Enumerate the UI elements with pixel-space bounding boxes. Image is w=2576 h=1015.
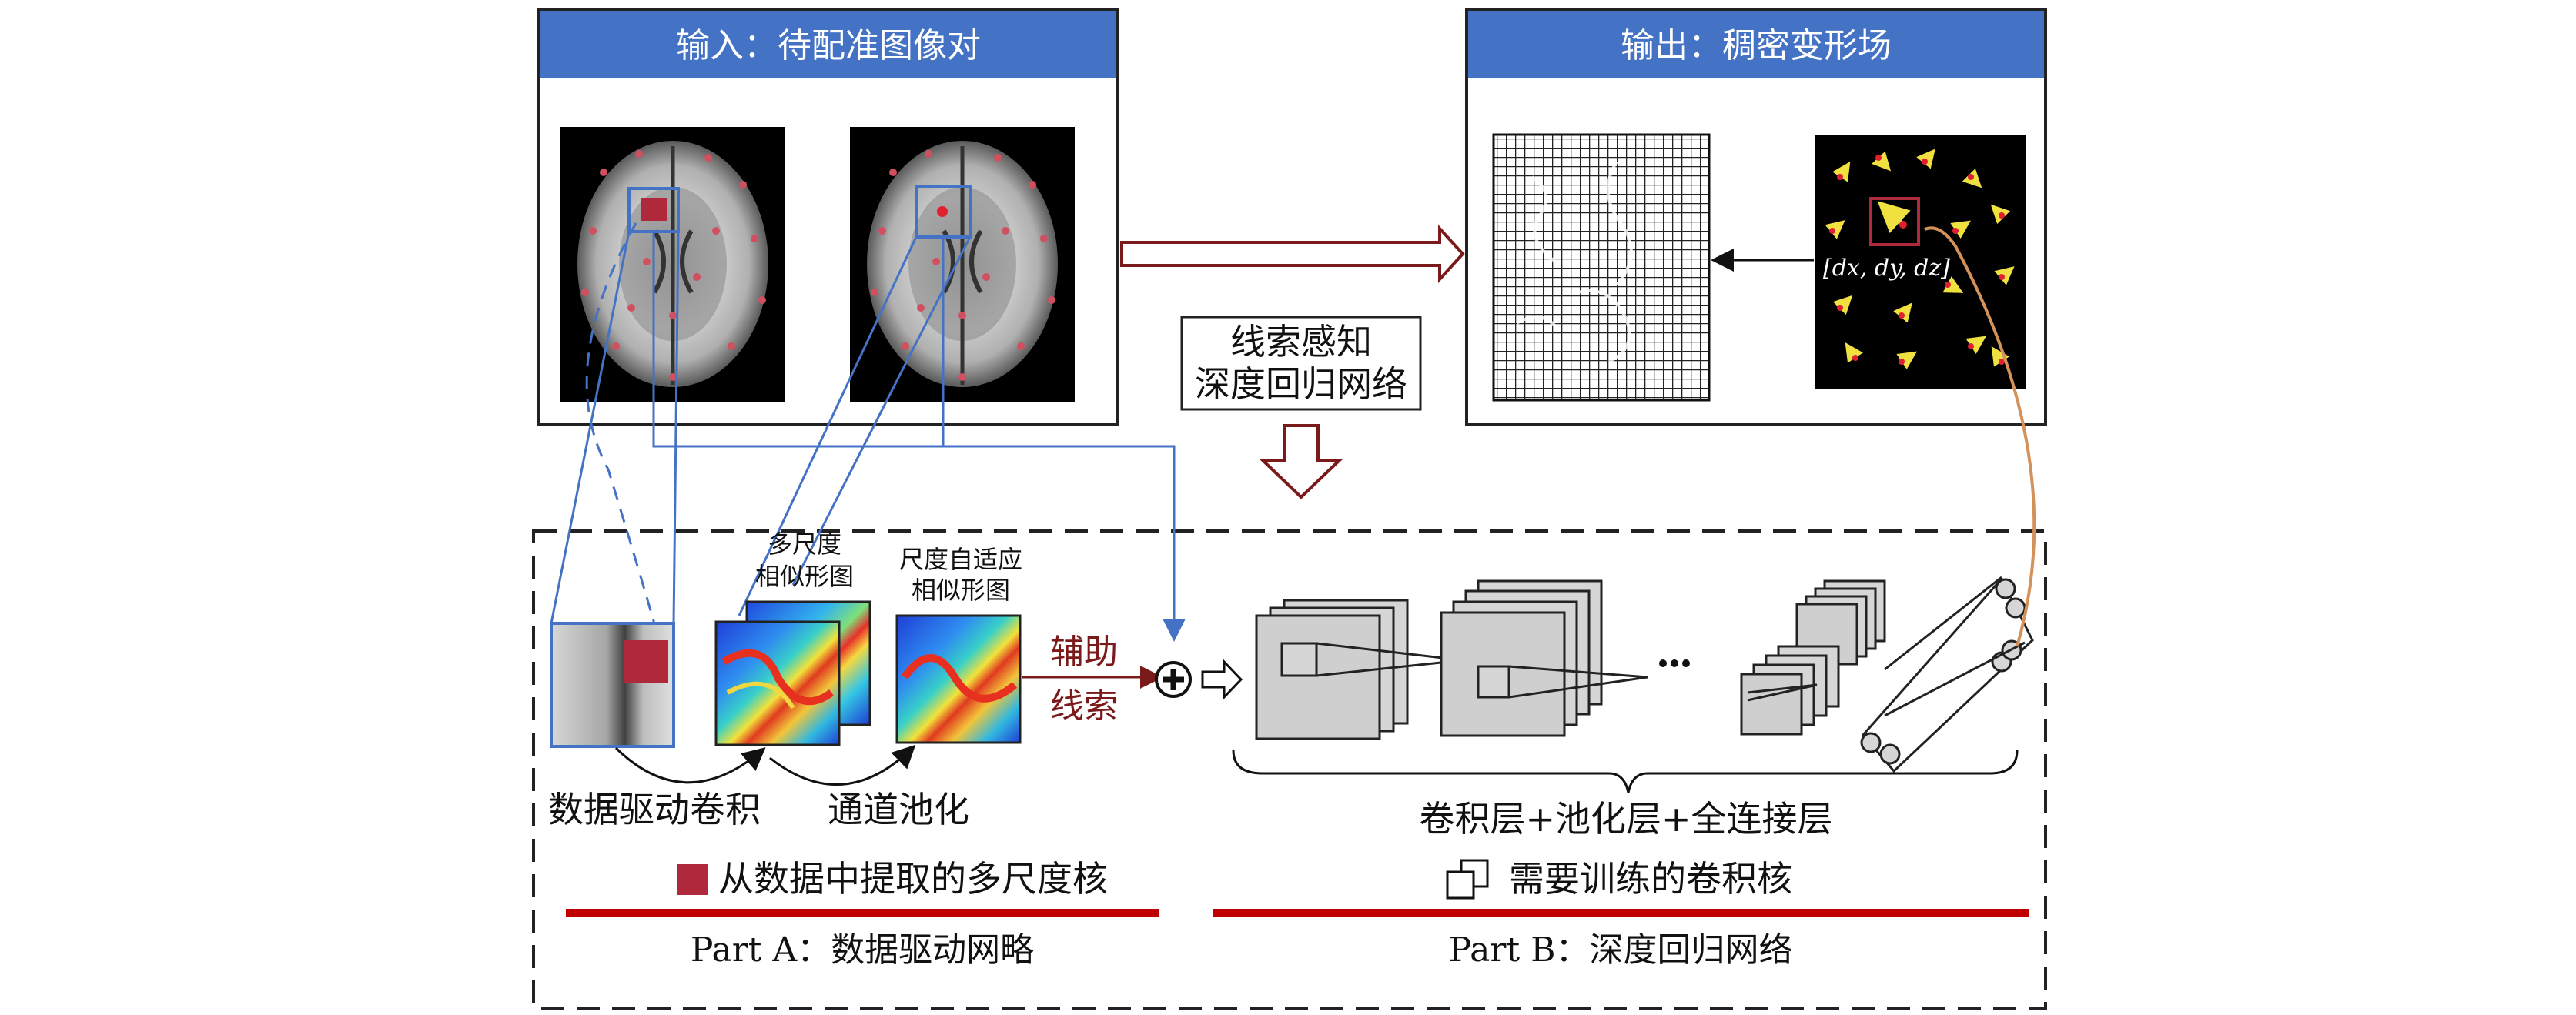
input-to-output-arrow bbox=[1120, 224, 1465, 284]
output-panel-title: 输出：稠密变形场 bbox=[1621, 26, 1892, 65]
conv-layer-2 bbox=[1440, 579, 1648, 737]
layers-label: 卷积层+池化层+全连接层 bbox=[1419, 798, 1832, 840]
deformation-grid bbox=[1492, 133, 1711, 402]
part-b: 卷积层+池化层+全连接层 需要训练的卷积核 Part B：深度回归网络 bbox=[1201, 226, 2036, 970]
network-brace bbox=[1232, 750, 2019, 793]
displacement-vector-label: [dx, dy, dz] bbox=[1823, 255, 1950, 282]
legend-part-a: 从数据中提取的多尺度核 bbox=[718, 858, 1108, 900]
down-arrow bbox=[1259, 424, 1343, 499]
svg-text:线索感知: 线索感知 bbox=[1230, 321, 1372, 362]
concat-plus-icon bbox=[1155, 661, 1192, 698]
network-dashed-frame bbox=[532, 529, 2047, 1010]
pool-label: 通道池化 bbox=[828, 789, 969, 830]
cue-aware-network-label: 线索感知 深度回归网络 bbox=[1180, 316, 1422, 411]
part-a-title: Part A：数据驱动网略 bbox=[691, 930, 1034, 970]
multi-scale-label-line1: 多尺度 bbox=[768, 529, 841, 559]
conv-label: 数据驱动卷积 bbox=[548, 789, 761, 830]
roi-connection-lines bbox=[550, 222, 1186, 660]
output-panel: 输出：稠密变形场 bbox=[1465, 8, 2047, 426]
input-panel-title: 输入：待配准图像对 bbox=[676, 26, 981, 65]
cue-label-line2: 线索 bbox=[1050, 686, 1118, 726]
vector-roi-box bbox=[1869, 197, 1920, 246]
input-panel: 输入：待配准图像对 bbox=[537, 8, 1119, 426]
ellipsis-dots bbox=[1659, 659, 1690, 667]
fixed-image-brain bbox=[850, 127, 1075, 402]
multi-scale-similarity-maps bbox=[714, 600, 871, 746]
patch-kernel bbox=[624, 640, 668, 683]
input-panel-header bbox=[540, 11, 1116, 78]
svg-text:深度回归网络: 深度回归网络 bbox=[1195, 363, 1407, 405]
output-link-curve bbox=[1924, 226, 2036, 647]
pool-curve-arrow bbox=[769, 744, 916, 786]
displacement-vector-field: [dx, dy, dz] bbox=[1815, 135, 2026, 389]
moving-image-brain bbox=[560, 127, 785, 402]
moving-roi-patch bbox=[641, 198, 667, 221]
part-a-bar bbox=[566, 909, 1159, 917]
image-patch bbox=[550, 622, 675, 748]
legend-kernel-square-icon bbox=[677, 864, 708, 895]
fully-connected-layer bbox=[1860, 576, 2034, 773]
legend-part-b: 需要训练的卷积核 bbox=[1509, 858, 1792, 900]
trainable-kernel-icon bbox=[1446, 859, 1489, 900]
adaptive-label-line1: 尺度自适应 bbox=[899, 545, 1022, 574]
adaptive-similarity-map bbox=[895, 614, 1022, 744]
part-b-bar bbox=[1213, 909, 2029, 917]
to-network-arrow bbox=[1201, 659, 1243, 700]
part-b-title: Part B：深度回归网络 bbox=[1449, 930, 1793, 970]
conv-layer-4 bbox=[1740, 645, 1840, 736]
multi-scale-label-line2: 相似形图 bbox=[755, 562, 854, 591]
conv-layer-1 bbox=[1255, 599, 1464, 740]
adaptive-label-line2: 相似形图 bbox=[912, 576, 1010, 605]
output-panel-header bbox=[1468, 11, 2044, 78]
part-a: 多尺度 相似形图 尺度自适应 相似形图 辅助 线索 数据驱动卷积 通道池化 从数… bbox=[548, 529, 1192, 970]
cue-label-line1: 辅助 bbox=[1050, 633, 1118, 672]
conv-curve-arrow bbox=[614, 746, 766, 784]
